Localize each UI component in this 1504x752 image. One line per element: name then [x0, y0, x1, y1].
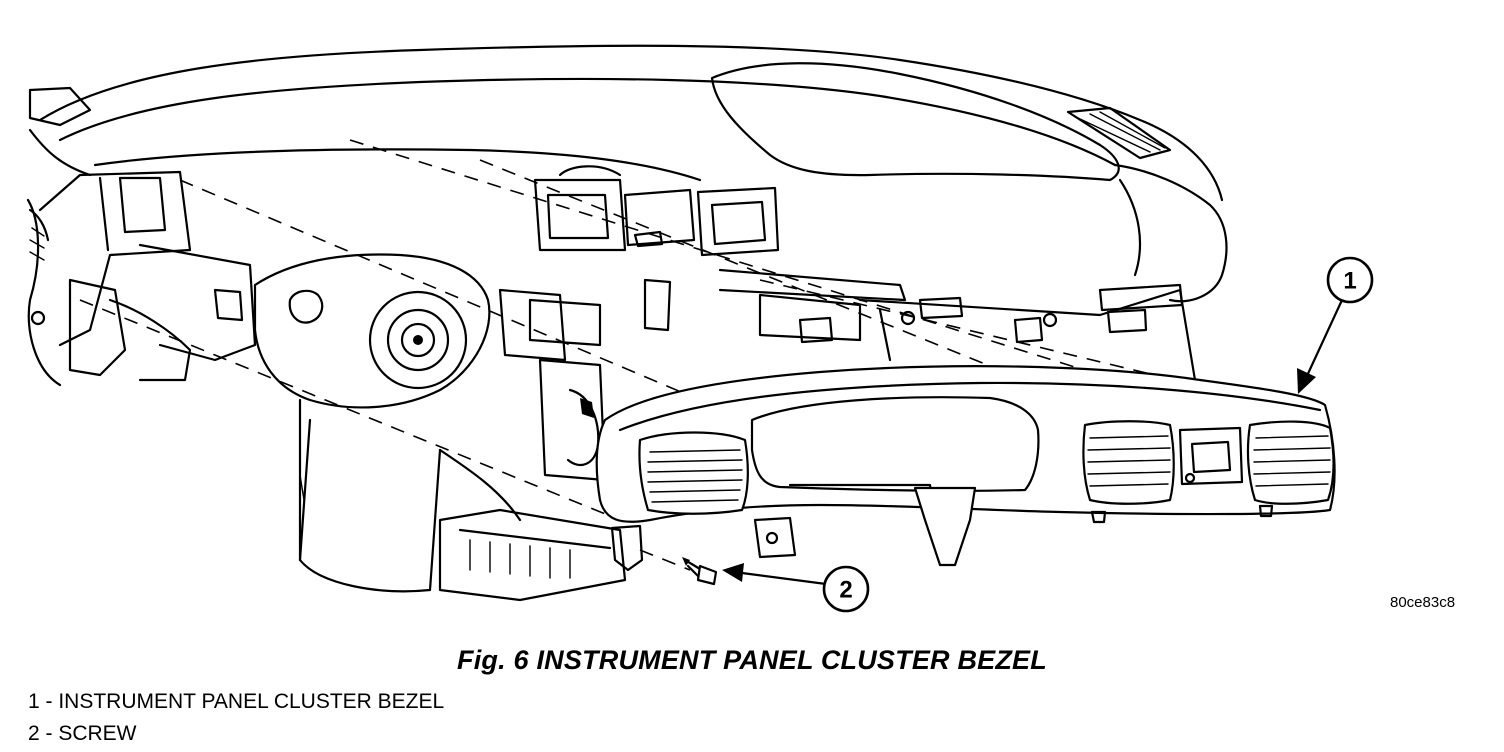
- callout-2-leader: [722, 563, 828, 586]
- callout-2-number: 2: [839, 577, 852, 604]
- legend: 1 - INSTRUMENT PANEL CLUSTER BEZEL 2 - S…: [28, 686, 444, 750]
- center-cluster-opening: [528, 165, 907, 347]
- legend-item: 1 - INSTRUMENT PANEL CLUSTER BEZEL: [28, 690, 445, 713]
- figure-caption: Fig. 6 INSTRUMENT PANEL CLUSTER BEZEL: [457, 645, 1047, 675]
- legend-item: 2 - SCREW: [28, 722, 137, 745]
- callout-1: 1: [1326, 256, 1374, 304]
- callout-1-leader: [1297, 298, 1344, 394]
- screw: [682, 557, 718, 586]
- dashboard-upper-pad: [28, 44, 1228, 303]
- left-support-structure: [26, 170, 257, 387]
- callout-1-number: 1: [1343, 268, 1356, 295]
- cluster-bezel: [595, 365, 1336, 572]
- instrument-panel-illustration: 1 2: [26, 44, 1374, 613]
- image-code: 80ce83c8: [1390, 594, 1456, 611]
- steering-column: [253, 253, 522, 593]
- callout-2: 2: [822, 565, 870, 613]
